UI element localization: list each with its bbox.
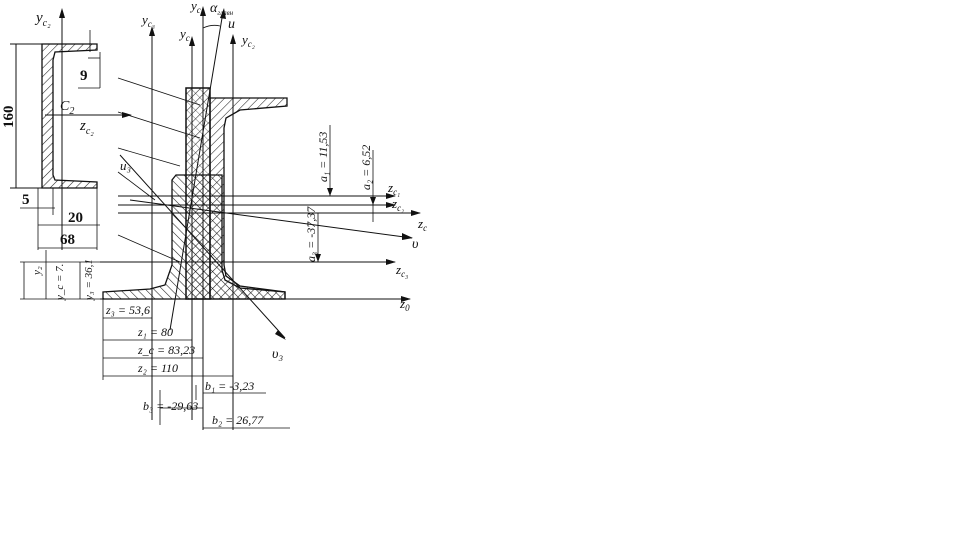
b1-dim: b₁ = -3,23	[205, 379, 254, 393]
composite-section	[102, 87, 288, 300]
v3-label: υ₃	[272, 347, 283, 362]
zc3-label: zc₃	[395, 262, 408, 279]
zc1-label: zc₁	[387, 180, 400, 197]
z3-dim: z₃ = 53,6	[105, 303, 150, 317]
b3-dim: b₃ = -29,63	[143, 399, 198, 413]
zc-label: zc	[417, 216, 427, 233]
a1-dim: a₁ = 11,53	[316, 132, 330, 182]
yc1-label: yc₁	[178, 26, 193, 43]
main-labels: yc αглавн u yc₃ yc₁ yc₂ u₃ zc₁ zc₂ zc υ …	[120, 0, 427, 362]
principal-v-axis	[129, 199, 413, 239]
horizontal-axes	[100, 77, 421, 340]
vertical-dimensions	[20, 125, 376, 300]
yc-label: yc	[189, 0, 201, 15]
small-centroid-label: C2	[60, 99, 74, 117]
y2-dim: y₂	[31, 266, 43, 276]
horizontal-dimensions	[102, 299, 290, 429]
small-web-position-dim: 20	[68, 210, 83, 226]
yc-dim: y_c = 7.	[54, 264, 66, 301]
small-z-label: zc₂	[79, 118, 94, 137]
z2-dim: z₂ = 110	[137, 361, 178, 375]
vertical-axes	[149, 6, 236, 430]
small-height-dim: 160	[1, 106, 17, 129]
small-flange-dim: 9	[80, 68, 88, 84]
z0-label: z0	[399, 296, 410, 313]
small-channel-shape	[41, 43, 98, 189]
a3-dim: a₃ = -37,37	[304, 206, 318, 262]
v-label: υ	[412, 237, 418, 252]
small-y-label: yc₂	[34, 10, 51, 29]
principal-v3-axis	[119, 154, 286, 339]
small-web-thickness-dim: 5	[22, 192, 30, 208]
small-channel-section: yc₂ zc₂ C2 160 9 5 20 68	[1, 8, 132, 250]
alpha-label: αглавн	[210, 1, 234, 17]
u-label: u	[228, 17, 235, 32]
u3-label: u₃	[120, 158, 131, 173]
z1-dim: z₁ = 80	[137, 325, 173, 339]
zc-dim: z_c = 83,23	[137, 343, 195, 357]
zc2-label: zc₂	[391, 196, 404, 213]
yc3-label: yc₃	[140, 12, 155, 29]
a2-dim: a₂ = 6,52	[359, 145, 373, 190]
y3-dim: y₃ = 36,1	[83, 259, 95, 301]
right-channel-shape	[209, 97, 288, 300]
yc2-label: yc₂	[240, 32, 255, 49]
dimension-labels: a₁ = 11,53 a₂ = 6,52 a₃ = -37,37 y₂ y_c …	[31, 132, 373, 427]
principal-u-axis	[169, 11, 224, 331]
b2-dim: b₂ = 26,77	[212, 413, 264, 427]
small-width-dim: 68	[60, 232, 75, 248]
